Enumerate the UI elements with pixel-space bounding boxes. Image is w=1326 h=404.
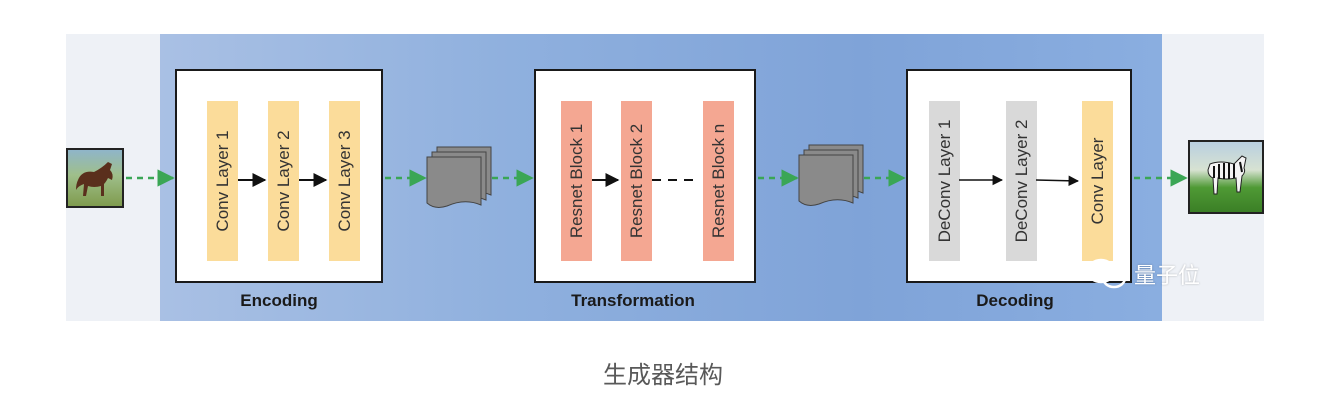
horse-icon: [76, 162, 113, 196]
resnet-block-2: Resnet Block 2: [621, 101, 652, 261]
decoding-label: Decoding: [976, 291, 1054, 310]
resnet-block-1: Resnet Block 1: [561, 101, 592, 261]
conv-layer-2: Conv Layer 2: [268, 101, 299, 261]
figure-caption: 生成器结构: [603, 361, 723, 389]
output-zebra-image: [1188, 140, 1264, 214]
deconv-layer-1: DeConv Layer 1: [929, 101, 960, 261]
resnet-block-n: Resnet Block n: [703, 101, 734, 261]
input-horse-image: [66, 148, 124, 208]
encoding-stage: Conv Layer 1 Conv Layer 2 Conv Layer 3: [175, 69, 383, 283]
encoding-label: Encoding: [240, 291, 318, 310]
decoding-stage: DeConv Layer 1 DeConv Layer 2 Conv Layer: [906, 69, 1132, 283]
output-conv-layer: Conv Layer: [1082, 101, 1113, 261]
conv-layer-1: Conv Layer 1: [207, 101, 238, 261]
arrow-deconv2-conv: [1035, 175, 1080, 187]
wechat-icon: [1086, 258, 1127, 289]
zebra-icon: [1207, 155, 1247, 195]
conv-layer-3: Conv Layer 3: [329, 101, 360, 261]
feature-map-stack-1: [426, 146, 492, 208]
transformation-stage: Resnet Block 1 Resnet Block 2 Resnet Blo…: [534, 69, 756, 283]
watermark-text: 量子位: [1134, 264, 1201, 289]
feature-map-stack-2: [798, 144, 864, 206]
watermark: 量子位: [1086, 258, 1200, 290]
deconv-layer-2: DeConv Layer 2: [1006, 101, 1037, 261]
transformation-label: Transformation: [571, 291, 695, 310]
